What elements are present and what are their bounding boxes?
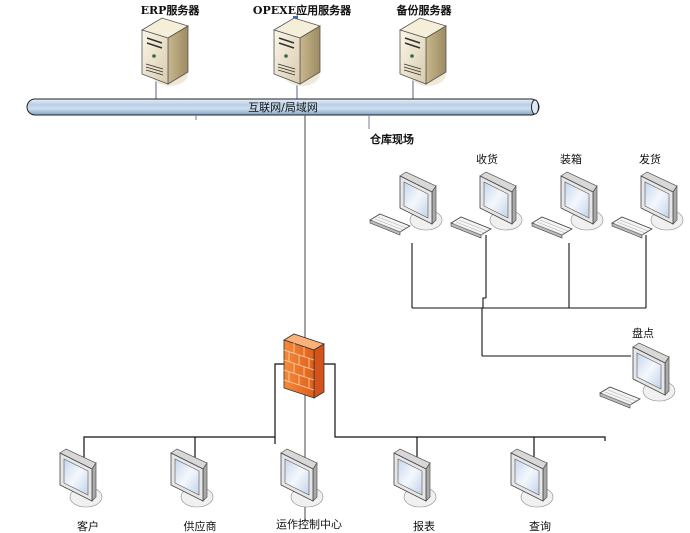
keyboard-icon <box>611 216 653 239</box>
client-query-label: 查询 <box>529 519 551 533</box>
brick-pattern-icon <box>283 343 315 391</box>
station-packing-label: 装箱 <box>560 152 582 166</box>
keyboard-icon <box>450 216 492 239</box>
client-operations-center-label: 运作控制中心 <box>276 517 342 531</box>
client-customer[interactable] <box>59 448 103 508</box>
server-opexe-label: OPEXE应用服务器 <box>253 3 352 17</box>
station-receiving-label: 收货 <box>476 152 498 166</box>
monitor-icon <box>393 448 437 508</box>
bus-drops <box>195 115 370 129</box>
keyboard-icon <box>369 213 411 236</box>
warehouse-wiring <box>411 235 647 357</box>
client-supplier[interactable] <box>170 448 214 508</box>
keyboard-4 <box>611 216 653 239</box>
network-bus[interactable]: 互联网/局域网 <box>26 98 540 116</box>
station-shipping-label: 发货 <box>639 152 661 166</box>
client-operations-center[interactable] <box>280 448 324 508</box>
keyboard-3 <box>531 216 573 239</box>
warehouse-station-1[interactable] <box>399 171 443 231</box>
server-backup[interactable] <box>399 17 447 87</box>
warehouse-station-inventory[interactable] <box>632 342 676 402</box>
station-inventory-label: 盘点 <box>632 326 654 340</box>
monitor-icon <box>59 448 103 508</box>
keyboard-5 <box>599 386 641 409</box>
warehouse-station-receiving[interactable] <box>479 171 523 231</box>
server-erp-label: ERP服务器 <box>141 3 201 17</box>
server-icon <box>399 17 447 87</box>
keyboard-icon <box>531 216 573 239</box>
monitor-icon <box>632 342 676 402</box>
client-query[interactable] <box>510 448 554 508</box>
server-erp[interactable] <box>141 17 189 87</box>
monitor-icon <box>640 171 684 231</box>
keyboard-2 <box>450 216 492 239</box>
monitor-icon <box>280 448 324 508</box>
client-reports[interactable] <box>393 448 437 508</box>
network-bus-label: 互联网/局域网 <box>248 101 318 114</box>
firewall[interactable] <box>283 333 325 399</box>
monitor-icon <box>510 448 554 508</box>
server-icon <box>273 17 321 87</box>
warehouse-label: 仓库现场 <box>369 132 414 146</box>
monitor-icon <box>170 448 214 508</box>
server-icon <box>141 17 189 87</box>
monitor-icon <box>560 171 604 231</box>
server-backup-label: 备份服务器 <box>396 3 453 17</box>
server-uplinks <box>155 78 414 99</box>
monitor-icon <box>399 171 443 231</box>
server-opexe[interactable] <box>273 17 321 87</box>
keyboard-icon <box>599 386 641 409</box>
client-supplier-label: 供应商 <box>184 519 217 533</box>
warehouse-station-packing[interactable] <box>560 171 604 231</box>
warehouse-station-shipping[interactable] <box>640 171 684 231</box>
monitor-icon <box>479 171 523 231</box>
client-reports-label: 报表 <box>413 519 435 533</box>
keyboard-1 <box>369 213 411 236</box>
client-customer-label: 客户 <box>77 519 99 533</box>
